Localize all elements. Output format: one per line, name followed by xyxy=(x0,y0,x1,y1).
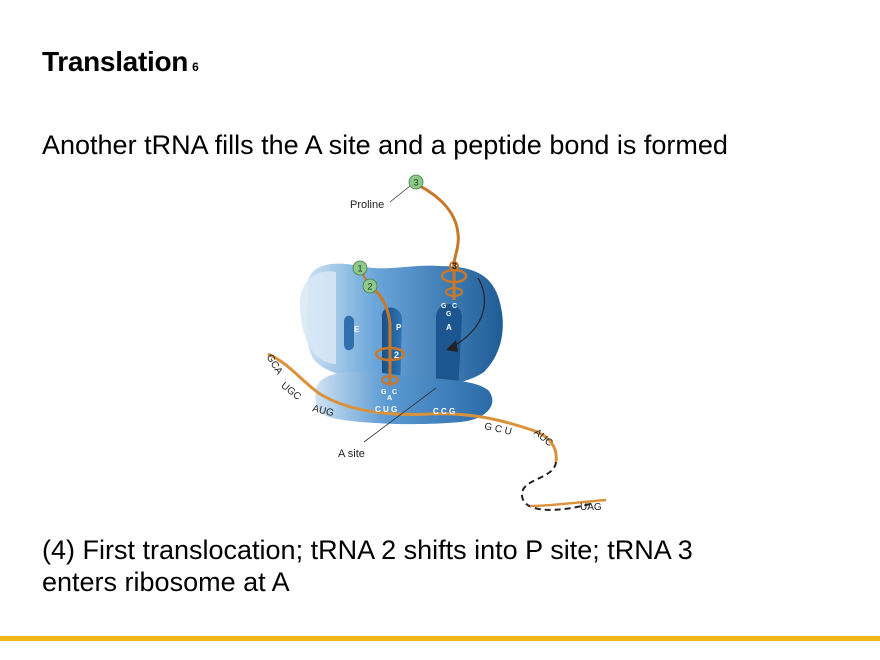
bottom-accent-bar xyxy=(0,636,880,641)
mrna-codon-ugc: UGC xyxy=(279,380,303,402)
slide-caption: (4) First translocation; tRNA 2 shifts i… xyxy=(42,534,822,598)
trna-2-cloverleaf xyxy=(374,346,406,386)
e-site xyxy=(344,315,354,351)
mrna-codon-aug: AUG xyxy=(311,403,335,419)
amino-acid-3-label: 3 xyxy=(413,178,418,188)
caption-line-2: enters ribosome at A xyxy=(42,567,290,597)
incoming-arrow xyxy=(449,277,486,349)
proline-label: Proline xyxy=(350,199,384,211)
slide-subtitle: Another tRNA fills the A site and a pept… xyxy=(42,130,728,160)
slide-title-text: Translation xyxy=(42,46,189,77)
a-site-label: A site xyxy=(338,448,365,460)
trna-3-stem xyxy=(415,182,460,273)
codon-a: C C G xyxy=(433,407,455,416)
trna-3-cloverleaf xyxy=(440,261,468,300)
site-e-label: E xyxy=(354,325,360,334)
mrna-codon-gca: GCA xyxy=(264,353,285,377)
a-site-leader xyxy=(363,387,437,443)
site-a-label: A xyxy=(446,323,452,332)
anticodon-p-3: C xyxy=(392,389,397,396)
trna-2-stem xyxy=(369,284,392,350)
amino-acid-2 xyxy=(362,278,378,294)
amino-acid-1 xyxy=(352,260,368,276)
small-subunit xyxy=(315,371,493,425)
site-p-label: P xyxy=(396,323,402,332)
amino-acid-3 xyxy=(408,174,424,190)
mrna-dashed xyxy=(521,461,591,511)
codon-p: C U G xyxy=(375,405,397,414)
amino-acid-2-label: 2 xyxy=(367,282,372,292)
caption-line-1: (4) First translocation; tRNA 2 shifts i… xyxy=(42,535,693,565)
trna-3-number: 3 xyxy=(452,261,457,271)
slide-number: 6 xyxy=(192,60,199,74)
translation-diagram: 1 2 3 2 3 E P A G G C G A C C U G C C G … xyxy=(264,174,607,513)
mrna-codon-auc: AUC xyxy=(531,427,554,449)
anticodon-a-1: G xyxy=(441,303,447,310)
anticodon-p-2: A xyxy=(387,395,392,402)
anticodon-a-2: G xyxy=(446,311,452,318)
a-site-channel xyxy=(436,304,462,400)
mrna-codon-uag: UAG xyxy=(580,502,602,513)
anticodon-a-3: C xyxy=(452,303,457,310)
mrna-strand xyxy=(267,352,558,463)
trna-2-number: 2 xyxy=(394,350,399,360)
anticodon-p-1: G xyxy=(381,389,387,396)
proline-leader xyxy=(389,185,411,203)
incoming-arrowhead xyxy=(446,340,458,352)
large-subunit-back xyxy=(299,271,336,364)
amino-acid-1-label: 1 xyxy=(357,264,362,274)
mrna-tail xyxy=(529,498,607,508)
